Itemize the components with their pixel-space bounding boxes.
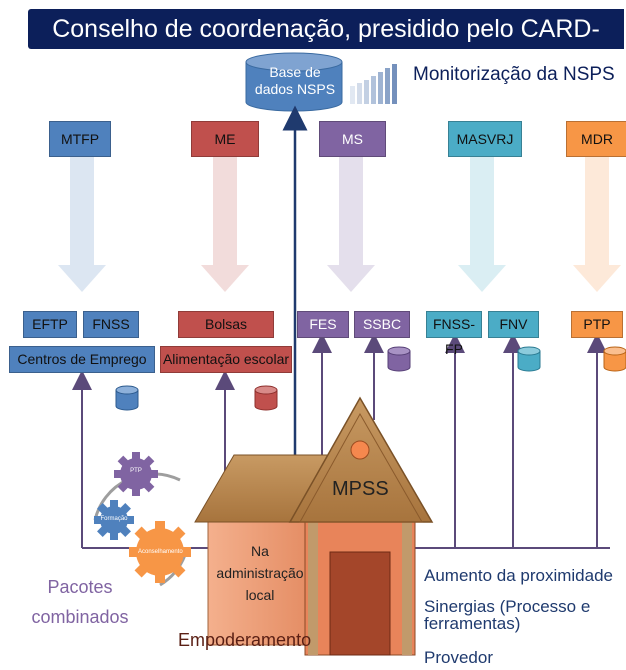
- benefit-sinergias-line2: ferramentas): [424, 614, 521, 633]
- ministry-arrow-mdr: [573, 157, 621, 292]
- program-fnss: FNSS: [83, 311, 139, 338]
- pacotes-line1: Pacotes: [47, 577, 113, 597]
- gear-label-ptp: PTP: [130, 468, 142, 474]
- program-centros-emprego: Centros de Emprego: [9, 346, 155, 373]
- pacotes-line2: combinados: [31, 607, 129, 627]
- program-fnss-fp: FNSS-FP: [426, 311, 482, 357]
- database-icon-red: [254, 385, 278, 411]
- program-ptp: PTP: [571, 311, 623, 338]
- gear-icon-purple: [114, 452, 158, 496]
- gear-label-formacao: Formação: [100, 516, 128, 522]
- database-label: Base de dados NSPS: [250, 64, 340, 98]
- database-icon-teal: [517, 346, 541, 372]
- ministry-arrow-me: [201, 157, 249, 292]
- database-cylinder-icon: [245, 52, 343, 112]
- pacotes-combinados-label: Pacotes combinados: [30, 572, 130, 632]
- house-illustration: [194, 396, 434, 656]
- benefit-sinergias: Sinergias (Processo e ferramentas): [424, 598, 590, 632]
- ministry-mdr: MDR: [566, 121, 626, 157]
- database-label-line2: dados NSPS: [254, 81, 336, 97]
- ministry-arrow-ms: [327, 157, 375, 292]
- program-fnv: FNV: [488, 311, 539, 338]
- program-ssbc: SSBC: [354, 311, 410, 338]
- admin-local-line2: local: [245, 587, 275, 603]
- monitoring-label: Monitorização da NSPS: [413, 64, 615, 85]
- page-title: Conselho de coordenação, presidido pelo …: [28, 9, 624, 83]
- program-bolsas: Bolsas: [178, 311, 274, 338]
- database-icon-orange: [603, 346, 626, 372]
- database-label-line1: Base de: [269, 64, 321, 80]
- ministry-mtfp: MTFP: [49, 121, 111, 157]
- program-eftp: EFTP: [23, 311, 77, 338]
- ministry-arrow-mtfp: [58, 157, 106, 292]
- program-fes: FES: [297, 311, 349, 338]
- admin-local-line1: Na administração: [216, 543, 304, 581]
- benefit-sinergias-line1: Sinergias (Processo e: [424, 597, 591, 616]
- benefit-proximidade: Aumento da proximidade: [424, 566, 614, 585]
- ministry-masvrj: MASVRJ: [448, 121, 522, 157]
- database-icon-blue: [115, 385, 139, 411]
- program-alimentacao-escolar: Alimentação escolar: [160, 346, 292, 373]
- empoderamento-label: Empoderamento: [178, 630, 312, 650]
- benefit-provedor: Provedor: [424, 648, 493, 667]
- database-icon-purple: [387, 346, 411, 372]
- admin-local-label: Na administração local: [210, 540, 310, 606]
- ministry-ms: MS: [319, 121, 386, 157]
- gear-label-aconselhamento: Aconselhamento: [138, 549, 183, 555]
- gears-cluster: [93, 452, 191, 587]
- bar-chart-icon: [350, 64, 397, 104]
- ministry-me: ME: [191, 121, 259, 157]
- gear-icon-orange: [129, 521, 191, 583]
- mpss-label: MPSS: [332, 478, 389, 500]
- ministry-arrow-masvrj: [458, 157, 506, 292]
